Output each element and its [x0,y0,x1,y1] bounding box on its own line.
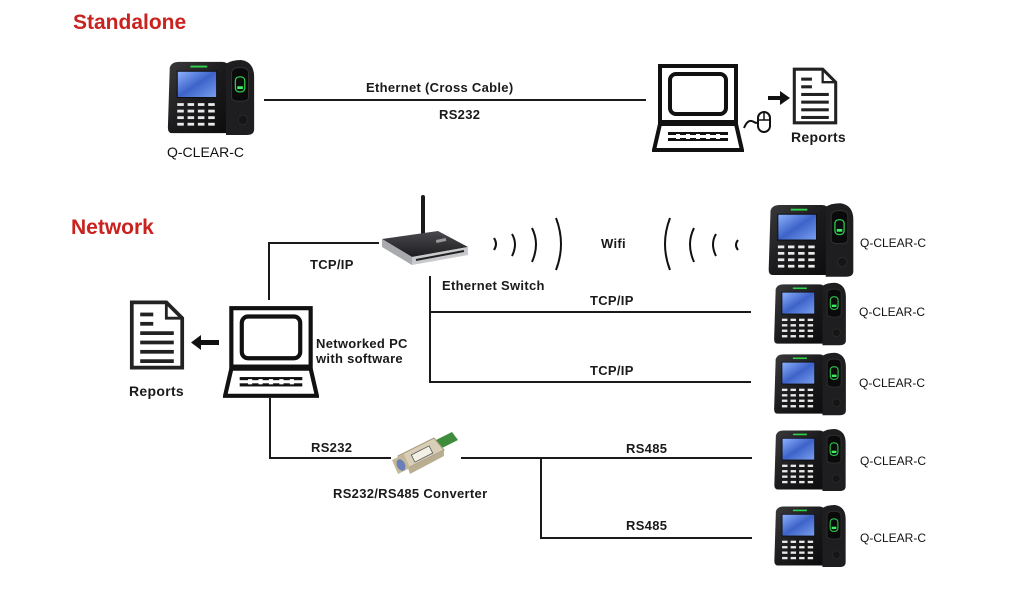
standalone-reports-label: Reports [791,129,846,145]
pc-to-converter-label: RS232 [311,440,353,455]
network-reports-icon [129,300,185,370]
converter-label: RS232/RS485 Converter [333,486,488,501]
pc-to-converter-horizontal-line [269,457,391,459]
tcpip-link-1-label: TCP/IP [590,293,634,308]
tcpip-device-2-image [773,352,847,416]
tcpip-device-2-label: Q-CLEAR-C [859,376,926,390]
rs485-link-2-line [540,537,752,539]
standalone-link-line [264,99,646,101]
pc-to-switch-vertical-line [268,242,270,300]
pc-to-converter-vertical-line [269,398,271,459]
tcpip-device-1-image [773,282,847,346]
tcpip-link-2-line [429,381,751,383]
arrow-right-icon [768,91,790,105]
networked-pc-icon [223,306,319,398]
standalone-reports-icon [792,67,838,125]
wifi-device-image [768,203,854,277]
pc-to-switch-horizontal-line [268,242,379,244]
pc-label-line2: with software [316,351,403,366]
pc-label-line1: Networked PC [316,336,408,351]
standalone-link-label-rs232: RS232 [439,107,481,122]
wifi-device-label: Q-CLEAR-C [860,236,927,250]
tcpip-link-1-line [429,311,751,313]
standalone-title: Standalone [73,11,187,34]
standalone-device-label: Q-CLEAR-C [167,144,245,160]
mouse-icon [743,111,771,133]
rs232-rs485-converter-image [392,432,458,474]
network-reports-label: Reports [129,383,184,399]
standalone-pc-icon [652,64,744,152]
pc-to-switch-label: TCP/IP [310,257,354,272]
tcpip-link-2-label: TCP/IP [590,363,634,378]
network-title: Network [71,216,154,239]
rs485-device-2-label: Q-CLEAR-C [860,531,927,545]
wifi-waves-out-icon [493,217,562,271]
ethernet-switch-label: Ethernet Switch [442,278,545,293]
rs485-bus-vertical-line [540,457,542,539]
ethernet-switch-image [382,195,468,265]
rs485-link-1-line [461,457,752,459]
tcpip-device-1-label: Q-CLEAR-C [859,305,926,319]
switch-trunk-line [429,276,431,383]
standalone-device-image [167,60,255,135]
rs485-device-1-image [773,429,847,491]
standalone-link-label-ethernet: Ethernet (Cross Cable) [366,80,514,95]
arrow-left-icon [191,335,219,350]
rs485-device-1-label: Q-CLEAR-C [860,454,927,468]
wifi-waves-in-icon [664,217,739,271]
rs485-device-2-image [773,505,847,567]
rs485-link-1-label: RS485 [626,441,668,456]
rs485-link-2-label: RS485 [626,518,668,533]
wifi-label: Wifi [601,236,626,251]
